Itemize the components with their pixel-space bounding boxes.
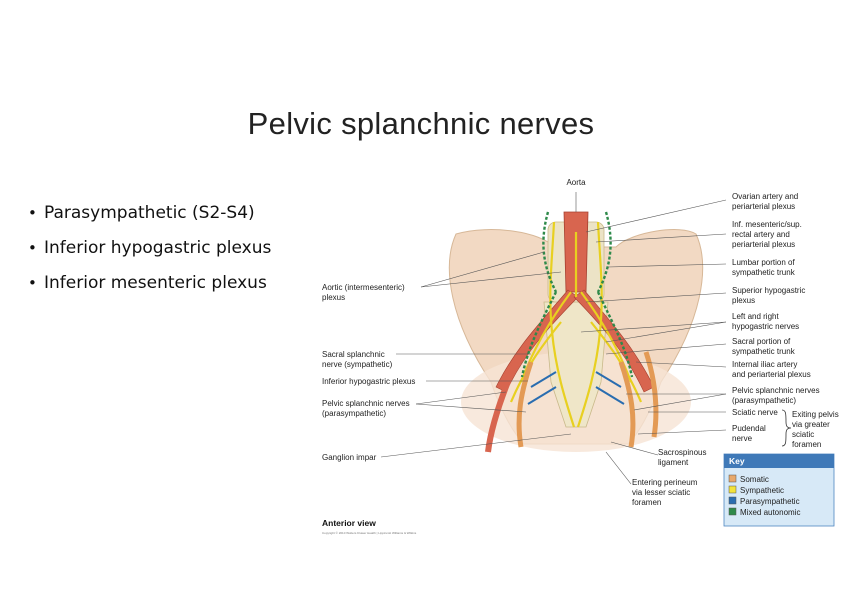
somatic-nerves — [516, 351, 659, 448]
pelvic-splanchnic-left-label: Pelvic splanchnic nerves(parasympathetic… — [322, 399, 410, 418]
bullet-text: Parasympathetic (S2-S4) — [44, 203, 255, 223]
bullet-dot-icon: • — [28, 204, 37, 222]
key-item-mixed-autonomic: Mixed autonomic — [740, 508, 800, 517]
right-iliac-artery — [573, 289, 655, 393]
slide-title: Pelvic splanchnic nerves — [247, 106, 595, 141]
anatomy-figure: Aorta Aortic (intermesenteric)plexus Sac… — [316, 172, 842, 540]
leader-lines — [380, 192, 727, 485]
bullet-item: • Inferior hypogastric plexus — [26, 231, 271, 266]
pelvic-splanchnic-right-label: Pelvic splanchnic nerves(parasympathetic… — [732, 386, 820, 405]
bullet-text: Inferior mesenteric plexus — [44, 273, 267, 293]
sciatic-nerve-label: Sciatic nerve — [732, 408, 778, 417]
ovarian-artery — [485, 360, 519, 453]
parasympathetic-swatch — [728, 496, 737, 505]
key-title: Key — [729, 456, 745, 466]
key-item-sympathetic: Sympathetic — [740, 486, 784, 495]
bullet-list: • Parasympathetic (S2-S4) • Inferior hypog… — [26, 196, 271, 301]
key-item-parasympathetic: Parasympathetic — [740, 497, 800, 506]
key-item-somatic: Somatic — [740, 475, 769, 484]
ganglion-impar-label: Ganglion impar — [322, 453, 377, 462]
sympathetic-swatch — [728, 485, 737, 494]
sacrum-shape — [543, 301, 609, 428]
copyright-text: Copyright © 2010 Wolters Kluwer Health |… — [322, 531, 417, 535]
bullet-item: • Inferior mesenteric plexus — [26, 266, 271, 301]
key-legend: Key Somatic Sympathetic Parasympathetic … — [723, 453, 835, 527]
bullet-text: Inferior hypogastric plexus — [44, 238, 272, 258]
mixed-autonomic-swatch — [728, 507, 737, 516]
anterior-view-label: Anterior view — [322, 518, 376, 528]
pelvic-nerves-illustration: Aorta Aortic (intermesenteric)plexus Sac… — [322, 178, 839, 535]
somatic-swatch — [728, 474, 737, 483]
brace-icon — [781, 409, 792, 447]
mixed-autonomic-network — [520, 211, 634, 378]
bullet-item: • Parasympathetic (S2-S4) — [26, 196, 271, 231]
aortic-plexus-label: Aortic (intermesenteric)plexus — [322, 283, 405, 302]
aorta-label: Aorta — [566, 178, 586, 187]
inferior-hypogastric-label: Inferior hypogastric plexus — [322, 377, 415, 386]
bullet-dot-icon: • — [28, 239, 37, 257]
bullet-dot-icon: • — [28, 274, 37, 292]
parasympathetic-nerves — [527, 371, 625, 405]
